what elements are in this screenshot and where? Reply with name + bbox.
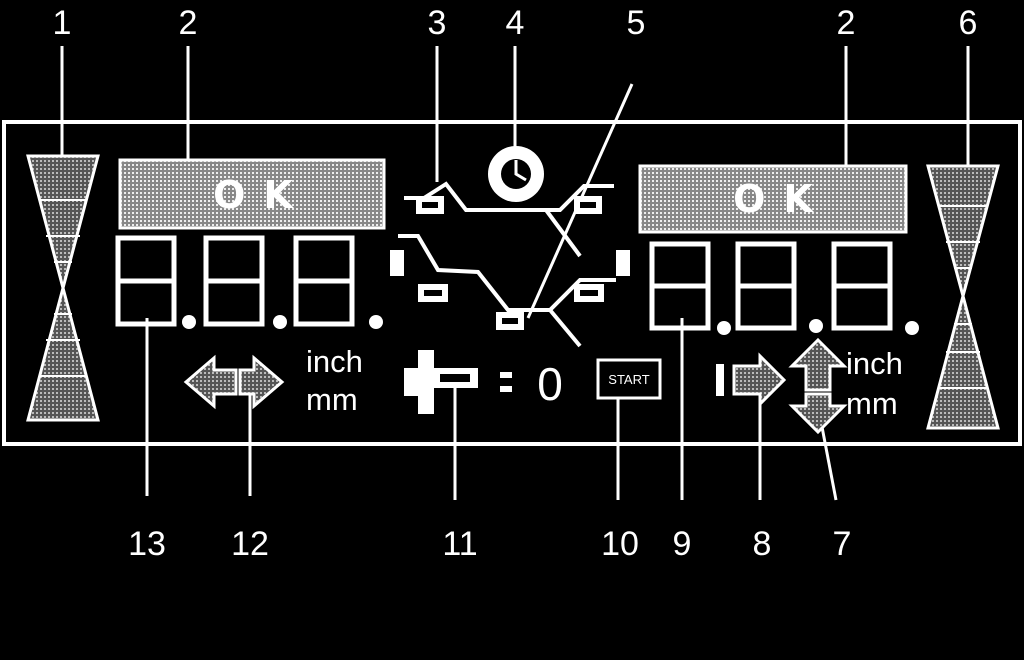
left-decimal-point-1 xyxy=(182,315,196,329)
wheel-rim-profile-icon xyxy=(390,181,630,348)
top-callouts: 1 2 3 4 5 2 6 xyxy=(53,4,978,42)
right-digit-display xyxy=(649,241,919,335)
callout-3-label: 3 xyxy=(428,4,447,42)
callout-10-label: 10 xyxy=(601,525,639,563)
callout-9-label: 9 xyxy=(673,525,692,563)
callout-2-right-label: 2 xyxy=(837,4,856,42)
callout-2-left-label: 2 xyxy=(179,4,198,42)
callout-7-label: 7 xyxy=(833,525,852,563)
left-mm-label: mm xyxy=(306,382,358,417)
start-button-label: START xyxy=(608,372,649,387)
clock-icon xyxy=(488,146,544,202)
inner-arrow-icon xyxy=(716,352,787,408)
callout-1-label: 1 xyxy=(53,4,72,42)
weight-position-marker-right-side xyxy=(616,250,630,276)
right-decimal-point-2 xyxy=(809,319,823,333)
left-imbalance-hourglass xyxy=(26,154,100,422)
left-ok-display: OK xyxy=(118,158,386,230)
left-decimal-point-2 xyxy=(273,315,287,329)
right-inch-label: inch xyxy=(846,346,903,381)
right-ok-label: OK xyxy=(733,177,831,221)
right-imbalance-hourglass xyxy=(926,164,1000,430)
left-digit-display xyxy=(115,235,383,329)
up-down-arrows-icon xyxy=(788,337,848,435)
callout-6-label: 6 xyxy=(959,4,978,42)
zero-label: 0 xyxy=(537,358,563,410)
callout-13-label: 13 xyxy=(128,525,166,563)
gauge-arm-zero-icon xyxy=(404,350,512,414)
bottom-callouts: 13 12 11 10 9 8 7 xyxy=(128,525,851,563)
start-button[interactable]: START xyxy=(596,358,662,400)
left-inch-label: inch xyxy=(306,344,363,379)
left-ok-label: OK xyxy=(213,173,311,217)
callout-12-label: 12 xyxy=(231,525,269,563)
right-ok-display: OK xyxy=(638,164,908,234)
right-mm-label: mm xyxy=(846,386,898,421)
distance-arrows-icon xyxy=(183,354,285,410)
callout-11-label: 11 xyxy=(442,525,477,563)
callout-4-label: 4 xyxy=(506,4,525,42)
left-decimal-point-3 xyxy=(369,315,383,329)
callout-5-label: 5 xyxy=(627,4,646,42)
weight-position-marker-left-side xyxy=(390,250,404,276)
right-decimal-point-3 xyxy=(905,321,919,335)
right-decimal-point-1 xyxy=(717,321,731,335)
callout-8-label: 8 xyxy=(753,525,772,563)
